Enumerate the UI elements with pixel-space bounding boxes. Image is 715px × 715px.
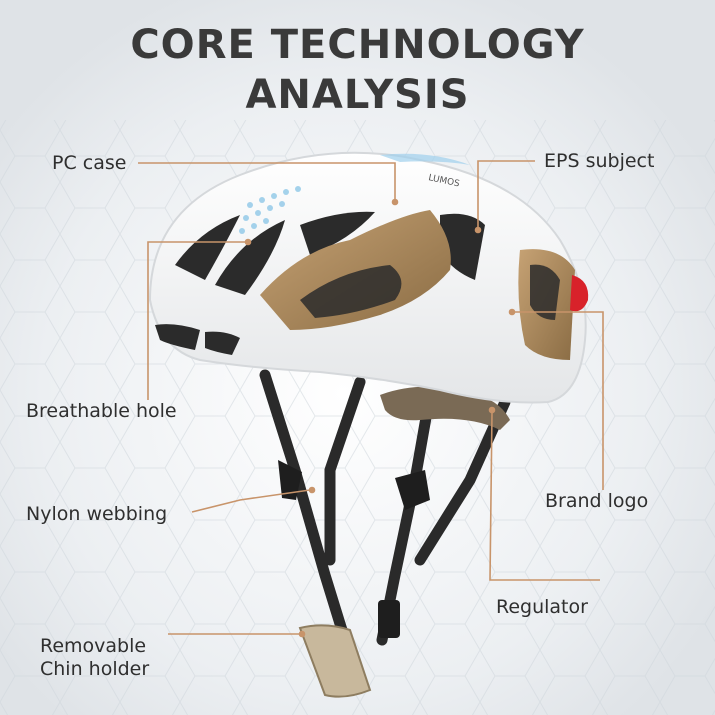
title-line-1: CORE TECHNOLOGY bbox=[130, 22, 585, 68]
chin-holder bbox=[298, 624, 372, 698]
strap-dividers bbox=[278, 460, 430, 638]
label-chin-line-1: Removable bbox=[40, 635, 147, 657]
label-regulator: Regulator bbox=[496, 596, 588, 618]
shell-graphic bbox=[239, 186, 301, 234]
label-chin-line-2: Chin holder bbox=[40, 658, 150, 680]
label-brand-logo: Brand logo bbox=[545, 490, 649, 512]
breathable-holes bbox=[155, 211, 485, 355]
callout-lines bbox=[138, 160, 604, 638]
label-pc-case: PC case bbox=[52, 152, 127, 174]
tail-light bbox=[570, 275, 589, 312]
label-nylon-webbing: Nylon webbing bbox=[26, 503, 168, 525]
title-line-2: ANALYSIS bbox=[245, 72, 470, 118]
label-eps-subject: EPS subject bbox=[544, 150, 655, 172]
label-breathable-hole: Breathable hole bbox=[26, 400, 177, 422]
